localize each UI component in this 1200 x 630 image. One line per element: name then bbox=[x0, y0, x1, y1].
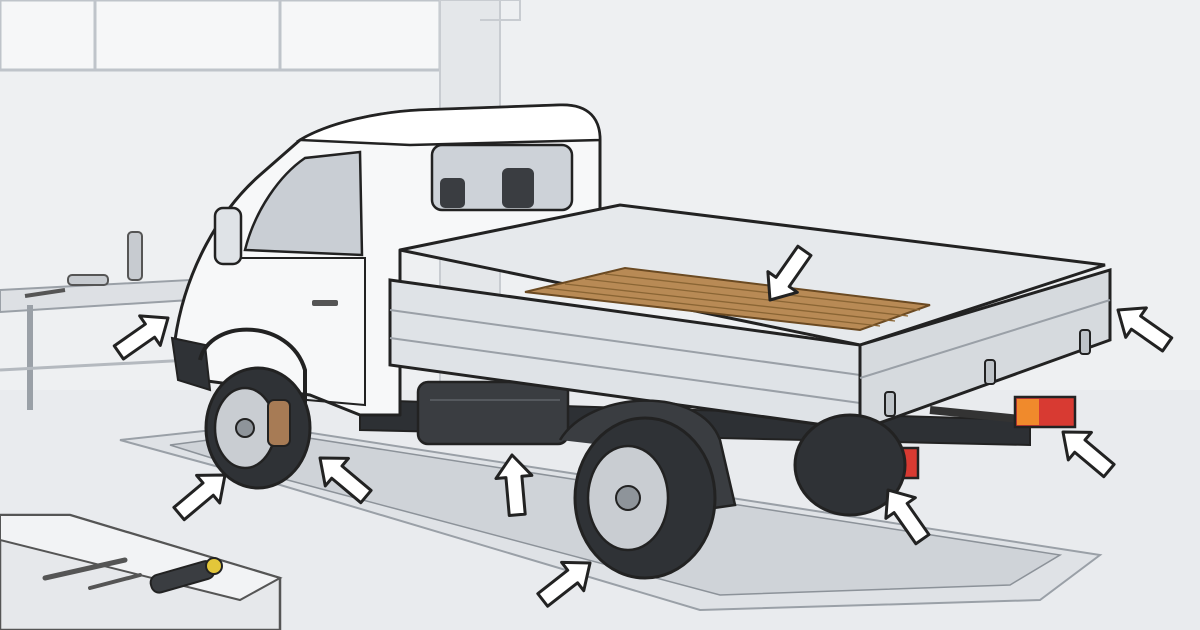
fuel-tank bbox=[416, 380, 570, 446]
rear-mudguard bbox=[558, 399, 737, 512]
garage-window bbox=[0, 0, 442, 72]
side-mirror bbox=[213, 206, 243, 266]
tailgate-latch bbox=[984, 359, 996, 385]
tailgate-latch bbox=[1079, 329, 1091, 355]
rear-wheel-right bbox=[793, 413, 907, 517]
wrench-icon bbox=[24, 288, 66, 298]
wrench-icon bbox=[88, 573, 142, 590]
front-workbench bbox=[0, 513, 283, 630]
cargo-bed bbox=[388, 203, 1112, 433]
windshield bbox=[243, 150, 364, 257]
tailgate bbox=[858, 267, 1112, 433]
rear-light-right bbox=[1013, 395, 1077, 429]
front-wheel bbox=[204, 366, 312, 490]
flashlight-icon bbox=[127, 231, 143, 281]
front-bumper bbox=[170, 336, 212, 392]
rear-wheel bbox=[573, 416, 717, 580]
flashlight-icon bbox=[67, 274, 109, 286]
truck-cab bbox=[170, 103, 602, 420]
tailgate-latch bbox=[884, 391, 896, 417]
wrench-icon bbox=[42, 557, 128, 581]
brake-caliper bbox=[267, 399, 291, 447]
